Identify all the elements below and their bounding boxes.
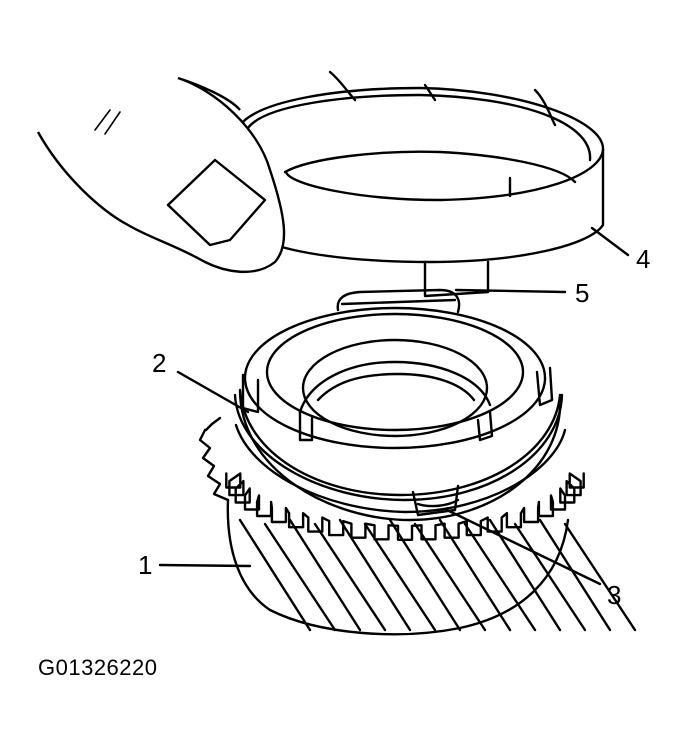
tool-ring-part-4 — [238, 86, 605, 298]
synchronizer-ring-part-2 — [233, 288, 567, 522]
gear-hatch-line — [313, 522, 387, 632]
figure-id: G01326220 — [38, 655, 158, 680]
callout-2: 2 — [152, 348, 166, 378]
gear-hatch-line — [238, 518, 312, 632]
finger — [36, 70, 557, 274]
gear-part-1 — [198, 416, 637, 636]
gear-tooth-crown — [225, 472, 585, 541]
gear-hatch-line — [288, 518, 362, 632]
gear-hatch-line — [263, 522, 337, 632]
callout-1: 1 — [138, 550, 152, 580]
gear-hatch-line — [538, 518, 612, 632]
gear-helical-teeth — [238, 518, 637, 632]
gear-hatch-line — [488, 518, 562, 632]
callout-3: 3 — [607, 580, 621, 610]
gear-hatch-line — [363, 522, 437, 632]
gear-hatch-line — [413, 522, 487, 632]
gear-hatch-line — [388, 518, 462, 632]
leader-lines — [158, 226, 630, 586]
callout-5: 5 — [575, 278, 589, 308]
gear-hatch-line — [563, 522, 637, 632]
gear-hatch-line — [463, 522, 537, 632]
gear-hatch-line — [513, 522, 587, 632]
callout-4: 4 — [636, 244, 650, 274]
